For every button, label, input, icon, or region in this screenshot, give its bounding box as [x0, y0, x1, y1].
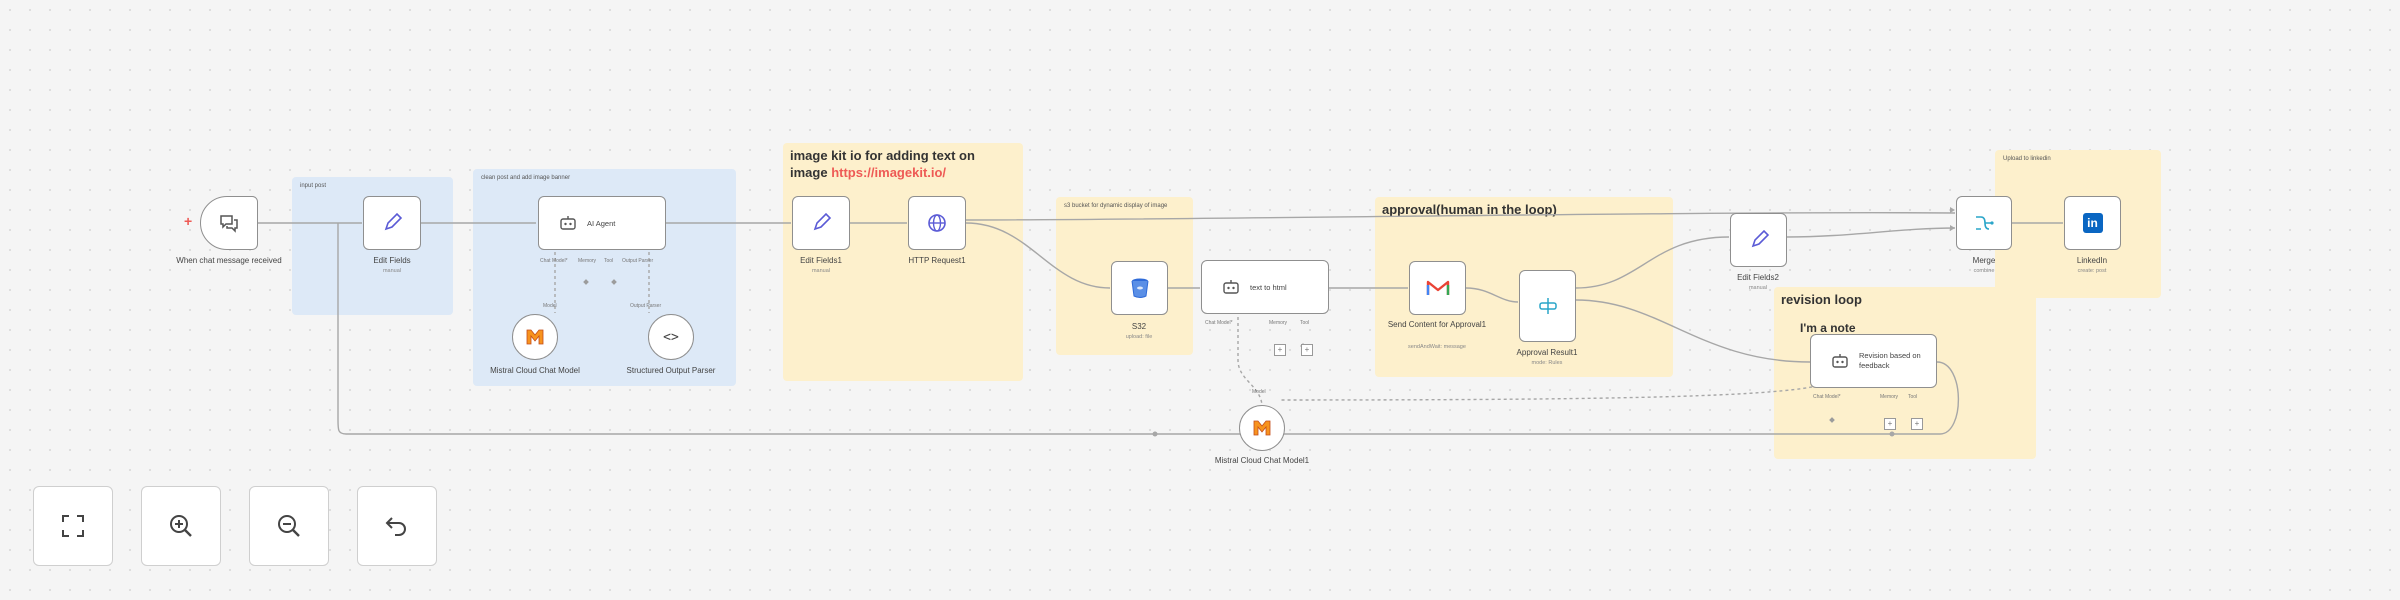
node-caption: When chat message received: [176, 256, 282, 265]
node-revision[interactable]: Revision based on feedback: [1810, 334, 1937, 388]
pencil-icon: [813, 212, 832, 231]
code-brackets-icon: <>: [663, 329, 679, 345]
add-trigger-icon[interactable]: +: [184, 213, 193, 229]
node-caption: Structured Output Parser: [626, 366, 716, 375]
globe-icon: [928, 214, 946, 232]
node-caption: Merge: [1972, 256, 1996, 265]
pencil-icon: [384, 212, 403, 231]
sticky-title: input post: [300, 183, 327, 189]
imagekit-link[interactable]: https://imagekit.io/: [831, 165, 947, 180]
node-edit-fields[interactable]: [363, 196, 421, 250]
node-label: Revision based on feedback: [1859, 351, 1921, 370]
robot-icon: [560, 216, 576, 230]
node-subtitle: combine: [1973, 268, 1995, 274]
bucket-icon: [1131, 278, 1148, 298]
add-memory-button[interactable]: +: [1274, 344, 1286, 356]
add-tool-button[interactable]: +: [1301, 344, 1313, 356]
gmail-icon: [1426, 280, 1449, 295]
node-merge[interactable]: [1956, 196, 2012, 250]
reset-zoom-button[interactable]: [357, 486, 437, 566]
robot-icon: [1832, 354, 1848, 368]
mistral-icon: [526, 329, 544, 345]
node-subtitle: manual: [382, 268, 402, 274]
pencil-icon: [1751, 229, 1769, 248]
node-caption: Edit Fields1: [800, 256, 842, 265]
sticky-imagekit[interactable]: image kit io for adding text on image ht…: [783, 143, 1023, 381]
node-caption: Mistral Cloud Chat Model: [490, 366, 580, 375]
node-caption: Mistral Cloud Chat Model1: [1214, 456, 1310, 465]
node-edit-fields2[interactable]: [1730, 213, 1787, 267]
robot-icon: [1223, 280, 1239, 294]
add-tool-button[interactable]: +: [1911, 418, 1923, 430]
node-subtitle: manual: [811, 268, 831, 274]
node-edit-fields1[interactable]: [792, 196, 850, 250]
node-approval-result[interactable]: [1519, 270, 1576, 342]
undo-icon: [385, 517, 406, 536]
add-memory-button[interactable]: +: [1884, 418, 1896, 430]
port-label: Model: [1252, 389, 1266, 395]
port-label: Tool: [604, 258, 614, 264]
node-structured-output-parser[interactable]: <>: [648, 314, 694, 360]
node-mistral-chat-model[interactable]: [512, 314, 558, 360]
node-mistral-chat-model1[interactable]: [1239, 405, 1285, 451]
node-http-request[interactable]: [908, 196, 966, 250]
sticky-heading: approval(human in the loop): [1382, 202, 1557, 217]
node-caption: LinkedIn: [2076, 256, 2108, 265]
node-subtitle: mode: Rules: [1531, 360, 1563, 366]
sticky-heading: revision loop: [1781, 292, 1862, 307]
port-label: Tool: [1300, 320, 1310, 326]
sticky-heading-text: image kit io for adding text on image: [790, 148, 975, 180]
zoom-out-icon: [278, 515, 300, 537]
mistral-icon: [1253, 420, 1271, 436]
node-subtitle: create: post: [2077, 268, 2107, 274]
port-label: Chat Model*: [1205, 320, 1233, 326]
sticky-heading: image kit io for adding text on image ht…: [790, 147, 1015, 181]
node-subtitle: upload: file: [1125, 334, 1153, 340]
node-chat-trigger[interactable]: [200, 196, 258, 250]
node-caption: Edit Fields2: [1737, 273, 1779, 282]
node-ai-agent[interactable]: AI Agent: [538, 196, 666, 250]
node-label: text to html: [1250, 282, 1287, 292]
node-s3[interactable]: [1111, 261, 1168, 315]
port-label: Output Parser: [630, 303, 662, 309]
note-text: I'm a note: [1800, 321, 1856, 335]
node-caption: Send Content for Approval1: [1387, 320, 1487, 329]
zoom-in-icon: [170, 515, 192, 537]
merge-icon: [1976, 216, 1994, 230]
node-subtitle: manual: [1748, 285, 1768, 291]
port-label: Memory: [578, 258, 597, 264]
port-label: Output Parser: [622, 258, 654, 264]
zoom-in-button[interactable]: [141, 486, 221, 566]
node-caption: Approval Result1: [1516, 348, 1578, 357]
sticky-title: clean post and add image banner: [481, 175, 571, 181]
linkedin-icon: in: [2082, 213, 2103, 233]
node-subtitle: sendAndWait: message: [1408, 344, 1466, 350]
port-label: Model: [543, 303, 557, 309]
port-label: Chat Model*: [540, 258, 568, 264]
node-linkedin[interactable]: in: [2064, 196, 2121, 250]
node-caption: HTTP Request1: [908, 256, 966, 265]
port-label: Tool: [1908, 394, 1918, 400]
fit-view-icon: [62, 515, 84, 537]
port-label: Memory: [1880, 394, 1899, 400]
node-text-to-html[interactable]: text to html: [1201, 260, 1329, 314]
port-label: Memory: [1269, 320, 1288, 326]
node-send-content-approval[interactable]: [1409, 261, 1466, 315]
node-label: AI Agent: [587, 218, 616, 228]
node-caption: Edit Fields: [373, 256, 411, 265]
port-label: Chat Model*: [1813, 394, 1841, 400]
node-caption: S32: [1131, 322, 1147, 331]
chat-icon: [220, 215, 238, 233]
switch-icon: [1538, 298, 1557, 314]
fit-view-button[interactable]: [33, 486, 113, 566]
zoom-out-button[interactable]: [249, 486, 329, 566]
sticky-title: s3 bucket for dynamic display of image: [1064, 203, 1168, 209]
sticky-title: Upload to linkedin: [2003, 156, 2051, 162]
